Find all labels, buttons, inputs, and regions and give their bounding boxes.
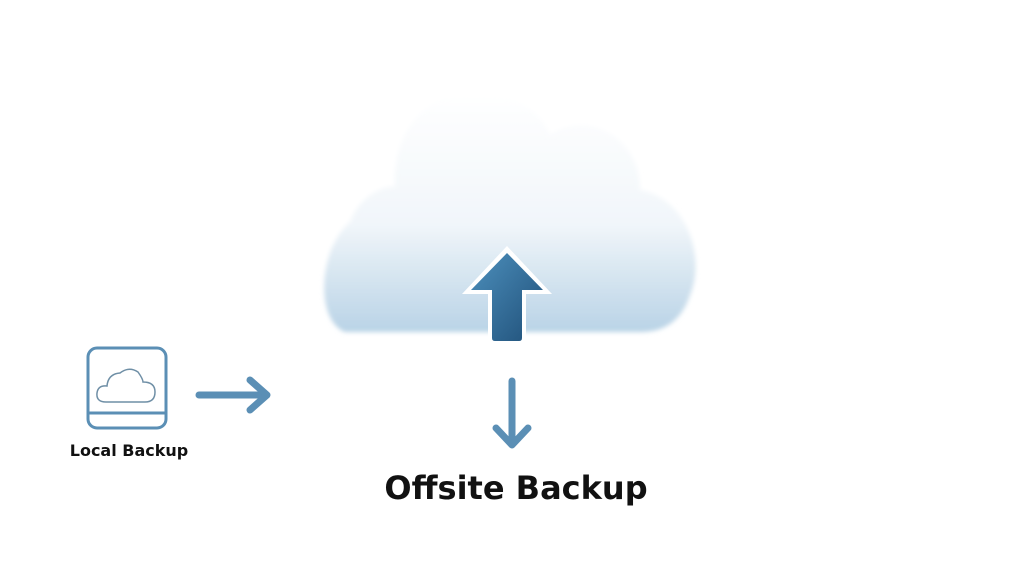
local-backup-label: Local Backup: [69, 441, 189, 460]
local-backup-drive-icon: [86, 346, 168, 430]
arrow-right-icon: [195, 376, 271, 414]
cloud-illustration: [324, 91, 696, 332]
arrow-down-icon: [492, 377, 532, 449]
offsite-backup-label: Offsite Backup: [384, 469, 648, 507]
upload-arrow-icon: [462, 246, 552, 342]
